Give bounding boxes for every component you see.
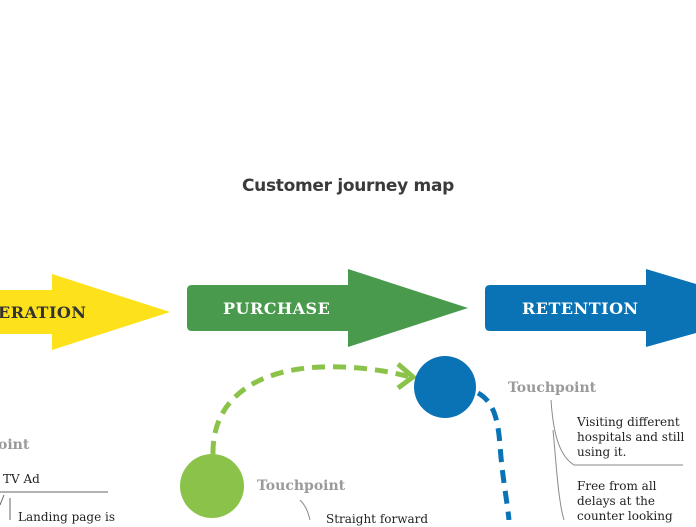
touchpoint-item-tv-ad: TV Ad: [3, 472, 40, 486]
blue-dashed-connector: [476, 390, 512, 520]
purchase-stage-arrow[interactable]: [187, 269, 468, 347]
touchpoint-heading-retention: Touchpoint: [508, 380, 597, 396]
stage-label-purchase: PURCHASE: [223, 299, 331, 318]
touchpoint-item-visiting-hospitals: Visiting different hospitals and still u…: [577, 415, 685, 459]
touchpoint-3-connector: [550, 399, 683, 466]
stage-label-retention: RETENTION: [522, 299, 639, 318]
stage-label-consideration: ERATION: [0, 303, 87, 322]
touchpoint-1-connector: [0, 491, 108, 506]
retention-touchpoint-node[interactable]: [414, 356, 476, 418]
purchase-touchpoint-node[interactable]: [180, 454, 244, 518]
touchpoint-3-branch: [552, 429, 565, 520]
retention-stage-arrow[interactable]: [485, 269, 696, 347]
touchpoint-item-free-from-delays: Free from all delays at the counter look…: [577, 479, 673, 523]
touchpoint-heading-consideration: oint: [0, 437, 30, 453]
map-title: Customer journey map: [241, 176, 455, 196]
touchpoint-item-landing-page: Landing page is: [18, 510, 116, 524]
consideration-stage-arrow[interactable]: [0, 274, 170, 350]
connector-arrowhead-icon: [396, 362, 418, 391]
touchpoint-2-connector: [299, 499, 311, 520]
green-dashed-connector: [210, 364, 411, 455]
touchpoint-heading-purchase: Touchpoint: [257, 478, 346, 494]
